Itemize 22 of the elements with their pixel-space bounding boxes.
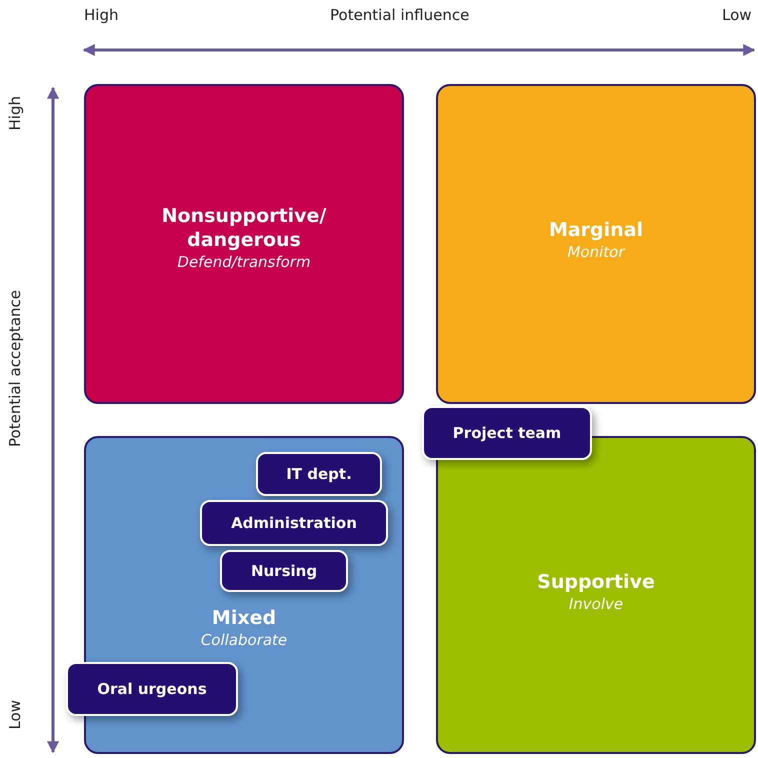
axis-label: Low [6,700,24,730]
quadrant-title: Supportive [536,570,656,594]
stakeholder-tag: Nursing [220,550,348,592]
quadrant-title: Marginal [548,218,644,242]
quadrant-panel [436,84,756,404]
axis-title: Potential influence [330,6,470,24]
quadrant-subtitle: Involve [568,594,624,614]
quadrant-subtitle: Collaborate [200,630,288,650]
axis-label: High [6,96,24,130]
axis-label: Low [722,6,752,24]
quadrant-panel [84,436,404,754]
stakeholder-tag: Oral urgeons [66,662,238,716]
stakeholder-tag: Administration [200,500,388,546]
axis-label: High [84,6,118,24]
stakeholder-tag: Project team [422,406,592,460]
quadrant-title: Mixed [210,606,278,630]
quadrant-title: Nonsupportive/ dangerous [160,204,328,252]
axis-title: Potential acceptance [6,290,24,447]
quadrant-subtitle: Monitor [566,242,626,262]
stakeholder-tag: IT dept. [256,452,382,496]
quadrant-subtitle: Defend/transform [176,252,312,272]
quadrant-panel [84,84,404,404]
